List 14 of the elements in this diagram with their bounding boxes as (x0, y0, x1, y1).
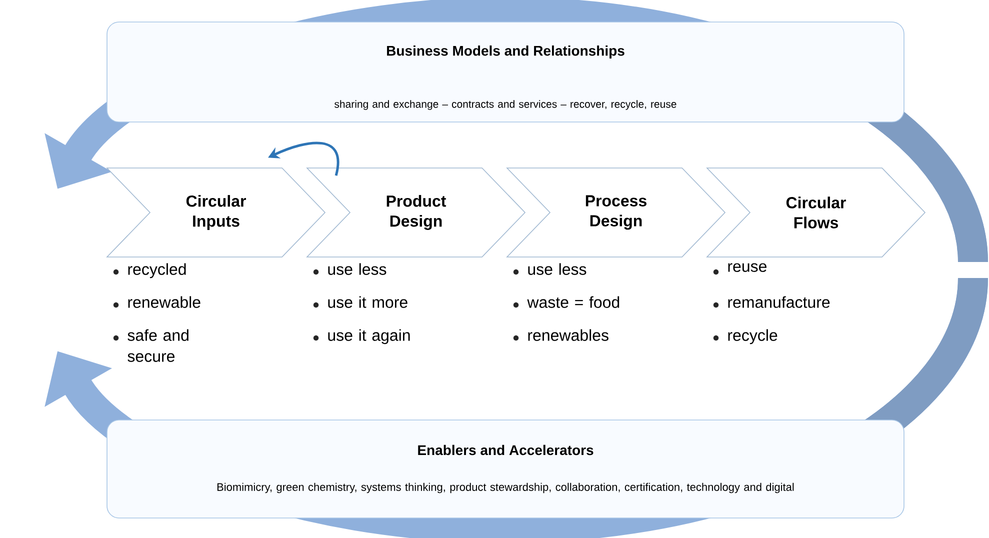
bullet-text: use less (528, 263, 586, 275)
info-box: Enablers and Accelerators Biomimicry, green chemistry, systems thinking, product stewardship, collaboration, certification, technology and digital (106, 420, 904, 518)
bullet-text: recycle (728, 329, 778, 344)
bullet-text: renewable (128, 296, 200, 308)
info-box: Business Models and Relationships sharing and exchange – contracts and services – recover, recycle, reuse (106, 22, 904, 122)
bullet-text: use less (328, 263, 386, 275)
bullet-text: use it again (328, 329, 410, 344)
bullet-text: renewables (528, 329, 608, 341)
bullet-text: remanufacture (728, 296, 830, 308)
bullet-text: reuse (728, 263, 766, 272)
bullet-text: recycled (128, 263, 186, 278)
bullet-text: safe and secure (128, 329, 188, 362)
bullet-text: waste = food (527, 296, 620, 308)
bullet-text: use it more (328, 296, 408, 308)
